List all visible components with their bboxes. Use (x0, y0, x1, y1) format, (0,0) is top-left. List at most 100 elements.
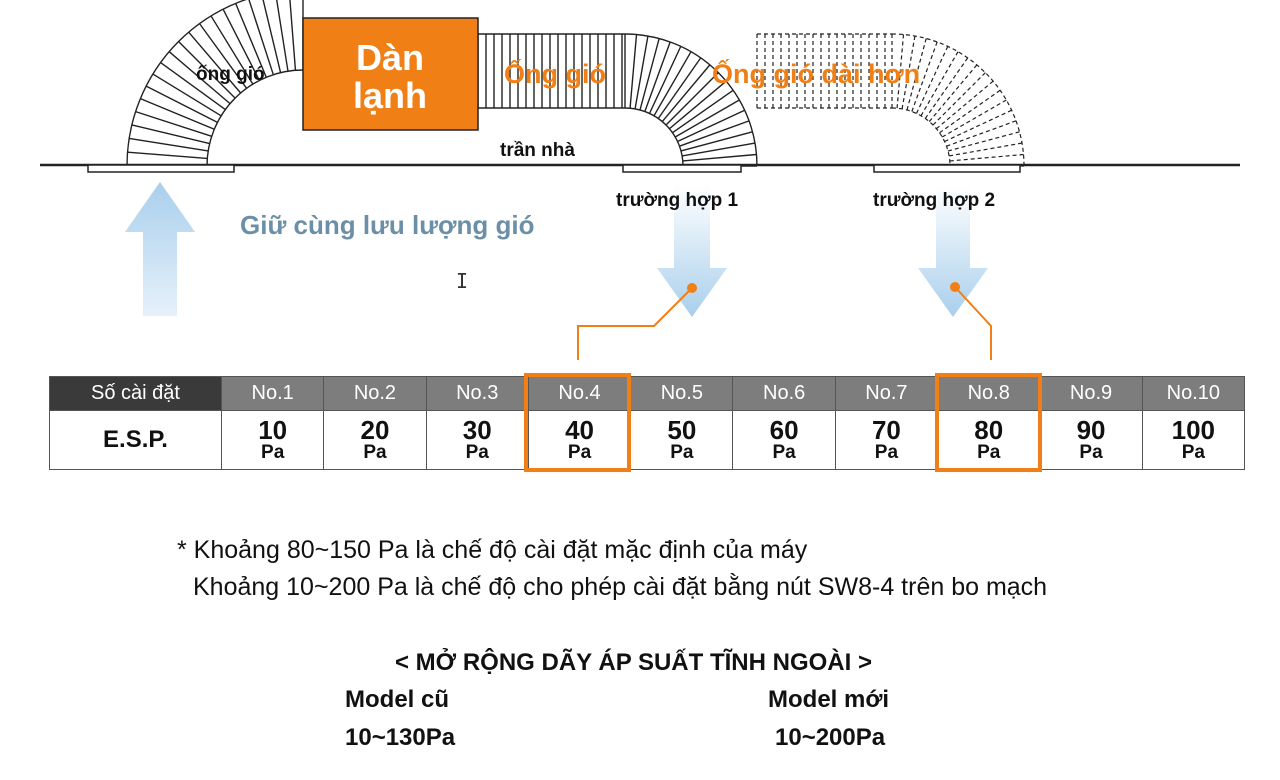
esp-value: 20 (360, 415, 390, 445)
duct-rib (915, 46, 949, 114)
duct-inner-edge (624, 107, 684, 167)
duct-rib (235, 3, 267, 78)
duct-rib (896, 34, 905, 109)
unit-title-line2: lạnh (353, 75, 427, 116)
old-model-label: Model cũ (345, 686, 450, 713)
case1-leader-dot (687, 283, 697, 293)
esp-value: 30 (462, 415, 492, 445)
case2-leader-line (954, 286, 992, 360)
esp-value: 50 (667, 415, 697, 445)
duct-rib (168, 51, 231, 105)
case2-duct-elbow (756, 33, 1025, 167)
esp-row-label: E.S.P. (49, 410, 222, 470)
text-cursor-icon: I (456, 269, 468, 293)
esp-unit: Pa (465, 442, 489, 463)
case2-label: trường hợp 2 (873, 190, 995, 211)
case1-label: trường hợp 1 (616, 190, 738, 211)
duct-rib (680, 131, 753, 152)
duct-rib (275, 0, 289, 72)
setting-no-cell: No.5 (630, 376, 734, 411)
esp-value: 60 (769, 415, 799, 445)
grille-case1 (622, 164, 742, 173)
esp-unit: Pa (261, 442, 285, 463)
old-model-range: 10~130Pa (345, 724, 456, 751)
duct-rib (135, 110, 212, 138)
esp-unit: Pa (670, 442, 694, 463)
setting-no-cell: No.3 (425, 376, 529, 411)
esp-unit: Pa (977, 442, 1001, 463)
expansion-title: < MỞ RỘNG DÃY ÁP SUẤT TĨNH NGOÀI > (395, 649, 872, 676)
duct-rib (145, 85, 218, 124)
duct-longer-label: Ống gió dài hơn (712, 57, 920, 89)
duct-rib (665, 72, 719, 126)
duct-inner-edge (891, 107, 951, 167)
duct-rib (928, 64, 978, 122)
duct-rib (160, 61, 226, 111)
setting-number-header: Số cài đặt (49, 376, 222, 411)
duct-rib (920, 51, 959, 117)
duct-rib (677, 109, 745, 143)
duct-rib (644, 41, 671, 112)
duct-rib (198, 23, 248, 89)
duct-rib (634, 35, 649, 110)
duct-inner-edge (206, 69, 304, 167)
esp-value: 70 (871, 415, 901, 445)
setting-no-cell: No.1 (220, 376, 325, 411)
duct-rib (248, 0, 275, 75)
duct-rib (911, 41, 938, 112)
esp-unit: Pa (874, 442, 899, 463)
note-default-range: * Khoảng 80~150 Pa là chế độ cài đặt mặc… (177, 536, 808, 564)
setting-no-cell: No.6 (732, 376, 836, 411)
esp-unit: Pa (1079, 442, 1103, 463)
setting-no-cell: No.8 (937, 376, 1041, 411)
duct-rib (129, 137, 209, 152)
note-allowed-range: Khoảng 10~200 Pa là chế độ cho phép cài … (193, 573, 1048, 601)
setting-no-cell: No.10 (1141, 376, 1246, 411)
duct-rib (682, 153, 757, 162)
duct-rib (949, 142, 1023, 157)
setting-no-cell: No.4 (527, 376, 632, 411)
esp-value: 10 (258, 415, 288, 445)
duct-rib (941, 99, 1007, 138)
duct-rib (681, 142, 756, 157)
duct-rib (131, 124, 210, 145)
duct-rib (140, 98, 215, 130)
duct-rib (222, 8, 261, 81)
duct-rib (289, 0, 297, 71)
esp-unit: Pa (772, 442, 796, 463)
duct-right-label: Ống gió (504, 57, 606, 89)
esp-unit: Pa (363, 442, 387, 463)
table-header-row: Số cài đặt No.1 No.2 No.3 No.4 No.5 No.6… (49, 376, 1246, 411)
duct-diagram: Dàn lạnh ống gió Ống gió Ống gió dài hơn… (40, 0, 1240, 360)
duct-rib (939, 89, 1001, 134)
duct-rib (944, 109, 1012, 143)
highlight-no4-box (524, 373, 631, 472)
duct-rib (178, 41, 236, 99)
duct-rib (946, 120, 1017, 147)
case2-leader-dot (950, 282, 960, 292)
grille-left (87, 164, 235, 173)
duct-rib (668, 80, 727, 130)
case1-duct-elbow (624, 33, 758, 167)
indoor-unit-box (302, 17, 479, 131)
duct-left-label: ống gió (196, 64, 265, 85)
new-model-label: Model mới (768, 686, 890, 713)
duct-rib (901, 35, 916, 109)
airflow-note: Giữ cùng lưu lượng gió (240, 210, 535, 240)
duct-rib (672, 89, 734, 134)
duct-rib (936, 80, 994, 130)
setting-no-cell: No.2 (323, 376, 427, 411)
highlight-no8-box (935, 373, 1042, 472)
duct-rib (949, 153, 1024, 162)
duct-straight-segments (477, 33, 625, 109)
esp-value: 40 (565, 415, 594, 445)
esp-value: 80 (974, 415, 1004, 445)
